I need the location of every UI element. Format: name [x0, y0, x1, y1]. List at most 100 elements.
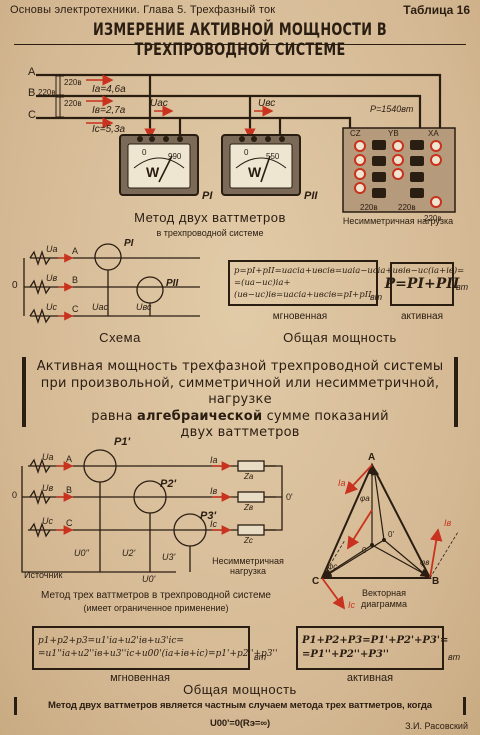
scheme-label-a: A	[72, 246, 79, 256]
scheme-label-uac: Uас	[92, 302, 109, 312]
tw-label-b: B	[66, 485, 73, 495]
line-b-label: B	[28, 87, 36, 99]
tw-label-ub: Uв	[42, 483, 54, 493]
tw-label-a: A	[66, 454, 73, 464]
vd-label-a: A	[368, 452, 376, 463]
scheme-label-ua: Uа	[46, 244, 58, 254]
tw-label-neutral-source: 0	[12, 490, 18, 500]
scheme-label-uc: Uс	[46, 302, 57, 312]
meter1-name: PI	[202, 190, 213, 202]
title-underline	[14, 44, 466, 45]
active-power-formula-1: P=PI+PII	[384, 276, 460, 292]
three-wattmeter-arrows	[56, 461, 232, 535]
vd-label-ic: Iс	[348, 600, 356, 610]
tw-label-ib: Iв	[210, 486, 218, 496]
instant-power-formula-2b: =u1''iа+u2''iв+u3''iс+u00'(iа+iв+iс)=p1'…	[38, 649, 278, 659]
header-table-number: Таблица 16	[403, 3, 470, 17]
instant-power-formula-1b: =(uа−uс)iа+(uв−uс)iв=uасiа+uвсiв=pI+pII	[234, 278, 372, 300]
tw-label-zb: Zв	[244, 503, 254, 512]
tw-label-u1: U0''	[74, 548, 89, 558]
instant-power-formula-1a: p=pI+pII=uасiа+uвсiв=uаiа−uсiа+uвiв−uс(i…	[234, 266, 465, 276]
active-label-1: активная	[400, 311, 444, 322]
uac-label: Uас	[150, 98, 168, 109]
scheme-label-neutral: 0	[12, 280, 18, 291]
load-terminal-yb: YB	[388, 129, 399, 138]
current-a: Iа=4,6а	[92, 84, 126, 95]
tw-label-u3: U3'	[162, 552, 176, 562]
tw-label-p2: P2'	[160, 478, 177, 490]
scheme-label-ubc: Uвс	[136, 302, 152, 312]
tw-subcaption: (имеет ограниченное применение)	[83, 603, 229, 613]
meter2-scale-left: 0	[244, 148, 249, 157]
instant-power-box-2: p1+p2+p3=u1'iа+u2'iв+u3'iс= =u1''iа+u2''…	[32, 626, 278, 670]
scheme-label-p2: PII	[166, 278, 179, 289]
vd-caption-2: диаграмма	[361, 599, 407, 609]
tw-load-label: Несимметричная нагрузка	[212, 556, 284, 576]
main-statement: Активная мощность трехфазной трехпроводн…	[22, 357, 458, 440]
load-terminal-cz: CZ	[350, 129, 361, 138]
scheme-arrows	[58, 253, 74, 321]
instant-power-unit-1: вт	[370, 292, 383, 302]
tw-source-label: Источник	[24, 570, 63, 580]
active-power-unit-2: вт	[448, 652, 461, 662]
load-terminal-xa: XA	[428, 129, 439, 138]
wattmeter-1	[119, 134, 199, 196]
instant-power-box-1: p=pI+pII=uасiа+uвсiв=uаiа−uсiа+uвiв−uс(i…	[228, 260, 465, 306]
two-wattmeter-subcaption: в трехпроводной системе	[156, 228, 264, 238]
vd-label-0prime: 0'	[388, 530, 394, 539]
scheme-drawing	[23, 243, 200, 325]
voltage-bc: 220в	[64, 99, 82, 108]
statement-line-2: при произвольной, симметричной или несим…	[40, 375, 440, 408]
instant-power-unit-2: вт	[254, 652, 267, 662]
meter2-scale-right: 550	[266, 152, 280, 161]
meter1-symbol: W	[146, 164, 160, 180]
tw-label-zc: Zс	[244, 536, 253, 545]
meter1-scale-right: 990	[168, 152, 182, 161]
tw-label-ic: Iс	[210, 519, 218, 529]
statement-line-3-post: сумме показаний	[262, 408, 389, 424]
voltage-ab: 220в	[64, 78, 82, 87]
vd-label-phi-a: φа	[360, 494, 370, 503]
active-power-box-2: P1+P2+P3=P1'+P2'+P3'= =P1''+P2''+P3''	[296, 626, 448, 670]
tw-label-neutral-load: 0'	[286, 492, 293, 502]
vd-label-phi-b: φв	[420, 558, 430, 567]
wattmeter-2	[221, 134, 301, 196]
tw-label-u2: U2'	[122, 548, 136, 558]
vd-label-ib: Iв	[444, 518, 452, 528]
current-arrows	[86, 74, 274, 140]
statement-line-1: Активная мощность трехфазной трехпроводн…	[36, 359, 444, 374]
author-credit: З.И. Расовский	[405, 721, 468, 731]
vd-caption-1: Векторная	[362, 588, 406, 598]
voltage-ac: 220в	[38, 88, 56, 97]
tw-label-ua: Uа	[42, 452, 54, 462]
vd-label-ia: Iа	[338, 478, 346, 488]
instant-label-2: мгновенная	[110, 672, 170, 684]
statement-line-3-pre: равна	[91, 408, 137, 424]
line-c-label: C	[28, 109, 36, 121]
load-power: P=1540вт	[370, 104, 414, 114]
statement-line-4: двух ваттметров	[180, 425, 300, 440]
tw-label-za: Zа	[244, 472, 254, 481]
load-voltage-3: 220в	[424, 214, 442, 223]
line-a-label: A	[28, 66, 36, 78]
total-power-title-1: Общая мощность	[283, 330, 397, 345]
scheme-caption: Схема	[99, 330, 141, 345]
total-power-title-2: Общая мощность	[183, 682, 297, 697]
scheme-label-b: B	[72, 275, 79, 285]
load-voltage-2: 220в	[398, 203, 416, 212]
page-title: ИЗМЕРЕНИЕ АКТИВНОЙ МОЩНОСТИ В ТРЕХПРОВОД…	[93, 20, 387, 60]
statement-line-3: равна алгебраической сумме показаний	[26, 409, 454, 426]
tw-label-p1: P1'	[114, 436, 131, 448]
active-power-unit-1: вт	[456, 282, 469, 292]
scheme-label-p1: PI	[124, 238, 134, 249]
load-voltage-1: 220в	[360, 203, 378, 212]
tw-label-u0: U0'	[142, 574, 156, 584]
tw-label-ia: Iа	[210, 455, 218, 465]
voltage-brackets	[55, 75, 64, 118]
meter2-name: PII	[304, 190, 318, 202]
statement-line-3-bold: алгебраической	[136, 408, 263, 424]
three-wattmeter-drawing	[21, 449, 283, 573]
scheme-label-ub: Uв	[46, 273, 58, 283]
